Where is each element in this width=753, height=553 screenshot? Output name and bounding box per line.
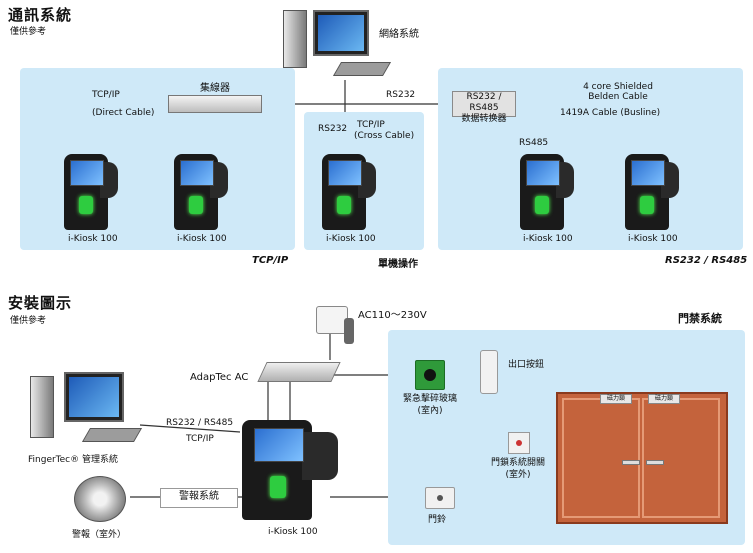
network-computer — [283, 8, 393, 80]
pc-tower — [283, 10, 307, 68]
alarm-siren — [74, 476, 126, 522]
alarm-system-box: 警報系統 — [160, 488, 238, 508]
kiosk-device-5 — [623, 152, 679, 232]
main-kiosk-label: i-Kiosk 100 — [268, 527, 318, 537]
software-pc-monitor — [64, 372, 124, 422]
main-kiosk-device — [240, 418, 340, 522]
kiosk-device-1 — [62, 152, 118, 232]
adaptec-device — [257, 362, 341, 382]
rs232-standalone-label: RS232 — [318, 124, 348, 134]
kiosk-device-2 — [172, 152, 228, 232]
kiosk-device-4 — [518, 152, 574, 232]
maglock-right: 磁力鎖 — [648, 394, 680, 404]
install-subtitle: 僅供參考 — [10, 316, 47, 326]
comm-line2: TCP/IP — [186, 434, 214, 444]
rs-converter: RS232 / RS485 数据转换器 — [452, 91, 516, 124]
cable-line2: Belden Cable — [588, 92, 648, 102]
door-handle-left — [622, 460, 640, 465]
software-kiosk-line — [139, 424, 241, 433]
rs485-label: RS485 — [519, 138, 549, 148]
kiosk-label-1: i-Kiosk 100 — [68, 234, 118, 244]
section-tcpip-label: TCP/IP — [252, 255, 289, 266]
converter-line2: 数据转换器 — [461, 114, 507, 124]
pc-monitor — [313, 10, 369, 56]
pc-keyboard — [332, 62, 392, 76]
kiosk-label-4: i-Kiosk 100 — [523, 234, 573, 244]
install-title: 安裝圖示 — [8, 294, 73, 312]
door-switch-line2: (室外) — [505, 470, 531, 480]
software-label: FingerTec® 管理系統 — [28, 455, 118, 465]
adaptec-label: AdapTec AC — [190, 372, 249, 383]
access-system-label: 門禁系統 — [678, 312, 722, 325]
tcpip-label: TCP/IP — [92, 90, 120, 100]
software-pc-keyboard — [81, 428, 143, 442]
door-switch-line1: 門鎖系統開關 — [490, 458, 545, 468]
break-glass-unit — [415, 360, 445, 390]
power-label: AC110～230V — [358, 310, 427, 321]
maglock-left: 磁力鎖 — [600, 394, 632, 404]
door-switch-device — [508, 432, 530, 454]
doorbell-label: 門鈴 — [428, 515, 447, 525]
tcpip-standalone-label: TCP/IP — [357, 120, 385, 130]
converter-line1: RS232 / RS485 — [466, 92, 502, 113]
comm-system-subtitle: 僅供參考 — [10, 27, 47, 37]
double-door — [556, 392, 728, 524]
break-glass-line1: 緊急擊碎玻璃 — [402, 394, 457, 404]
exit-button-device — [480, 350, 498, 394]
kiosk-label-3: i-Kiosk 100 — [326, 234, 376, 244]
network-hub — [168, 95, 262, 113]
section-rs-label: RS232 / RS485 — [665, 255, 748, 266]
door-handle-right — [646, 460, 664, 465]
cable-line1: 4 core Shielded — [583, 82, 653, 92]
software-pc-tower — [30, 376, 54, 438]
alarm-outdoor-label: 警報（室外） — [72, 530, 127, 540]
doorbell-device — [425, 487, 455, 509]
hub-label: 集線器 — [200, 83, 230, 94]
comm-line1: RS232 / RS485 — [166, 418, 234, 428]
cable-line3: 1419A Cable (Busline) — [560, 108, 661, 118]
break-glass-line2: (室內) — [417, 406, 443, 416]
section-standalone-label: 單機操作 — [378, 259, 418, 270]
comm-system-title: 通訊系統 — [8, 6, 73, 24]
software-computer — [30, 372, 143, 452]
door-leaf-left — [562, 398, 640, 518]
door-leaf-right — [642, 398, 720, 518]
network-label: 網絡系統 — [379, 29, 419, 40]
exit-button-label: 出口按鈕 — [508, 360, 545, 370]
power-socket — [316, 306, 348, 334]
kiosk-device-3 — [320, 152, 376, 232]
cross-cable-label: (Cross Cable) — [354, 131, 415, 141]
rs232-main-label: RS232 — [386, 90, 416, 100]
power-plug — [344, 318, 354, 344]
kiosk-label-5: i-Kiosk 100 — [628, 234, 678, 244]
direct-cable-label: (Direct Cable) — [92, 108, 155, 118]
kiosk-label-2: i-Kiosk 100 — [177, 234, 227, 244]
